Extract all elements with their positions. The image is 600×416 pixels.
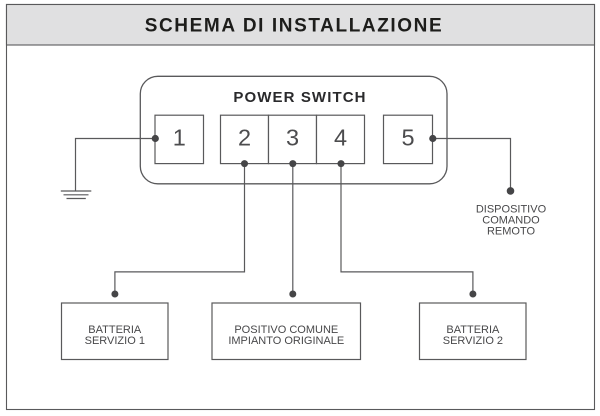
svg-text:POSITIVO COMUNE: POSITIVO COMUNE: [234, 324, 338, 336]
svg-text:IMPIANTO ORIGINALE: IMPIANTO ORIGINALE: [228, 335, 344, 347]
svg-text:COMANDO: COMANDO: [482, 214, 540, 226]
svg-text:BATTERIA: BATTERIA: [446, 324, 500, 336]
svg-text:SCHEMA DI INSTALLAZIONE: SCHEMA DI INSTALLAZIONE: [145, 16, 444, 37]
svg-text:REMOTO: REMOTO: [487, 225, 536, 237]
svg-text:3: 3: [286, 125, 299, 151]
svg-text:POWER SWITCH: POWER SWITCH: [233, 89, 366, 106]
svg-text:1: 1: [173, 125, 186, 151]
svg-text:4: 4: [334, 125, 347, 151]
svg-text:BATTERIA: BATTERIA: [88, 324, 142, 336]
svg-text:2: 2: [238, 125, 251, 151]
svg-text:5: 5: [401, 125, 414, 151]
svg-text:SERVIZIO 2: SERVIZIO 2: [443, 335, 503, 347]
svg-text:DISPOSITIVO: DISPOSITIVO: [476, 204, 547, 216]
svg-text:SERVIZIO 1: SERVIZIO 1: [85, 335, 145, 347]
